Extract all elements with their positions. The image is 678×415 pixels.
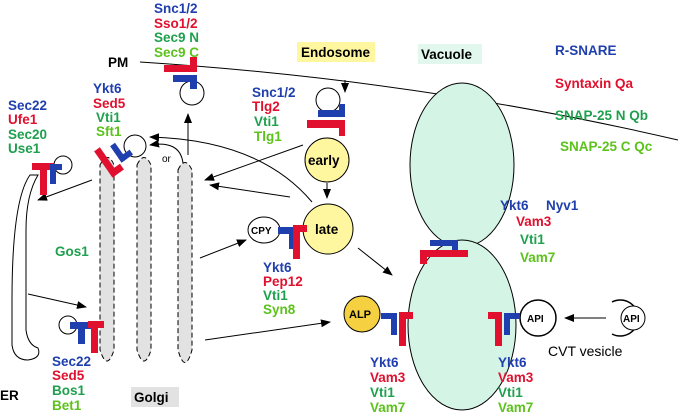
labels-late: Ykt6 Pep12 Vti1 Syn8 <box>263 260 303 317</box>
api-label-free: API <box>623 314 640 325</box>
svg-text:Vti1: Vti1 <box>96 110 121 125</box>
svg-text:Vam7: Vam7 <box>370 400 405 415</box>
svg-text:Ykt6: Ykt6 <box>500 198 529 213</box>
svg-text:Sed5: Sed5 <box>93 96 126 111</box>
vacuole-label: Vacuole <box>421 47 473 62</box>
svg-text:Sso1/2: Sso1/2 <box>154 16 198 31</box>
svg-text:Snc1/2: Snc1/2 <box>154 1 198 16</box>
golgi-cisterna-3 <box>177 162 193 363</box>
svg-text:Syntaxin Qa: Syntaxin Qa <box>555 76 634 91</box>
golgi-cisterna-1 <box>99 157 115 362</box>
snare-endosome <box>307 104 345 136</box>
labels-endosome: Snc1/2 Tlg2 Vti1 Tlg1 <box>252 85 296 144</box>
svg-text:Sec22: Sec22 <box>8 98 47 113</box>
svg-text:Snc1/2: Snc1/2 <box>252 85 296 100</box>
snare-cvt <box>488 312 520 346</box>
svg-text:Ykt6: Ykt6 <box>93 81 122 96</box>
svg-text:Vti1: Vti1 <box>254 114 279 129</box>
svg-text:SNAP-25 C Qc: SNAP-25 C Qc <box>560 139 653 154</box>
svg-text:R-SNARE: R-SNARE <box>555 43 617 58</box>
or-label: or <box>162 154 172 165</box>
snare-er-golgi <box>70 321 104 353</box>
alp-label: ALP <box>349 309 371 321</box>
svg-text:Tlg1: Tlg1 <box>254 129 282 144</box>
svg-text:Tlg2: Tlg2 <box>252 99 280 114</box>
svg-text:Vti1: Vti1 <box>498 385 523 400</box>
transport-arrows <box>27 80 606 341</box>
vacuole-lower <box>407 239 517 411</box>
labels-pm: Snc1/2 Sso1/2 Sec9 N Sec9 C <box>154 1 199 60</box>
snare-er <box>32 163 62 195</box>
vacuole-upper <box>409 82 515 248</box>
golgi-label-bg <box>131 387 179 407</box>
cpy-label: CPY <box>251 226 272 237</box>
golgi-label: Golgi <box>134 390 169 405</box>
labels-cvt: Ykt6 Vam3 Vti1 Vam7 <box>498 355 534 415</box>
labels-alp: Ykt6 Vam3 Vti1 Vam7 <box>370 355 406 415</box>
svg-text:Sec9 N: Sec9 N <box>154 30 199 45</box>
svg-text:Sed5: Sed5 <box>52 368 85 383</box>
svg-text:Vti1: Vti1 <box>520 232 545 247</box>
svg-text:Pep12: Pep12 <box>263 274 303 289</box>
labels-er: Sec22 Ufe1 Sec20 Use1 <box>8 98 47 156</box>
legend: R-SNARE Syntaxin Qa SNAP-25 N Qb SNAP-25… <box>555 43 653 154</box>
svg-text:Nyv1: Nyv1 <box>546 198 579 213</box>
svg-text:Ykt6: Ykt6 <box>498 355 527 370</box>
labels-homotypic: Ykt6 Nyv1 Vam3 Vti1 Vam7 <box>500 198 579 265</box>
snare-homotypic <box>420 240 468 264</box>
snare-pm <box>164 57 197 89</box>
svg-text:Vti1: Vti1 <box>370 385 395 400</box>
svg-text:Bos1: Bos1 <box>52 383 86 398</box>
endosome-vesicle <box>315 87 341 113</box>
svg-text:Use1: Use1 <box>8 141 41 156</box>
svg-text:Vam3: Vam3 <box>498 370 534 385</box>
svg-text:Ufe1: Ufe1 <box>8 112 38 127</box>
svg-text:Sec9 C: Sec9 C <box>154 45 199 60</box>
er-membrane <box>11 174 40 361</box>
snare-alp <box>381 312 413 346</box>
svg-text:Vam3: Vam3 <box>516 214 552 229</box>
svg-text:SNAP-25 N Qb: SNAP-25 N Qb <box>555 108 648 123</box>
labels-golgi-retro: Ykt6 Sed5 Vti1 Sft1 <box>93 81 126 139</box>
endosome-label: Endosome <box>301 45 371 60</box>
endosome-label-bg <box>297 42 375 62</box>
svg-text:Sft1: Sft1 <box>96 124 122 139</box>
snare-golgi-retro <box>94 142 134 178</box>
svg-text:Ykt6: Ykt6 <box>263 260 292 275</box>
svg-text:Ykt6: Ykt6 <box>370 355 399 370</box>
er-label: ER <box>0 388 19 403</box>
golgi-cisterna-2 <box>136 157 152 362</box>
api-cargo <box>620 305 646 331</box>
svg-text:Syn8: Syn8 <box>263 302 296 317</box>
pm-label: PM <box>108 55 128 70</box>
snare-late <box>278 225 307 259</box>
late-label: late <box>315 222 339 237</box>
api-label-docked: API <box>527 314 544 325</box>
svg-text:Sec22: Sec22 <box>52 354 91 369</box>
label-gos1: Gos1 <box>55 244 89 259</box>
vacuole-label-bg <box>418 44 482 64</box>
svg-text:Vam7: Vam7 <box>520 250 555 265</box>
svg-text:Bet1: Bet1 <box>52 398 82 413</box>
svg-text:Vti1: Vti1 <box>263 288 288 303</box>
svg-text:Vam3: Vam3 <box>370 370 406 385</box>
alp-vesicle <box>343 295 381 333</box>
svg-text:Vam7: Vam7 <box>498 400 533 415</box>
cvt-label: CVT vesicle <box>548 343 623 359</box>
early-label: early <box>308 153 340 168</box>
plasma-membrane <box>139 61 678 141</box>
early-endosome <box>304 137 350 183</box>
labels-er-golgi: Sec22 Sed5 Bos1 Bet1 <box>52 354 91 413</box>
svg-text:Sec20: Sec20 <box>8 127 47 142</box>
